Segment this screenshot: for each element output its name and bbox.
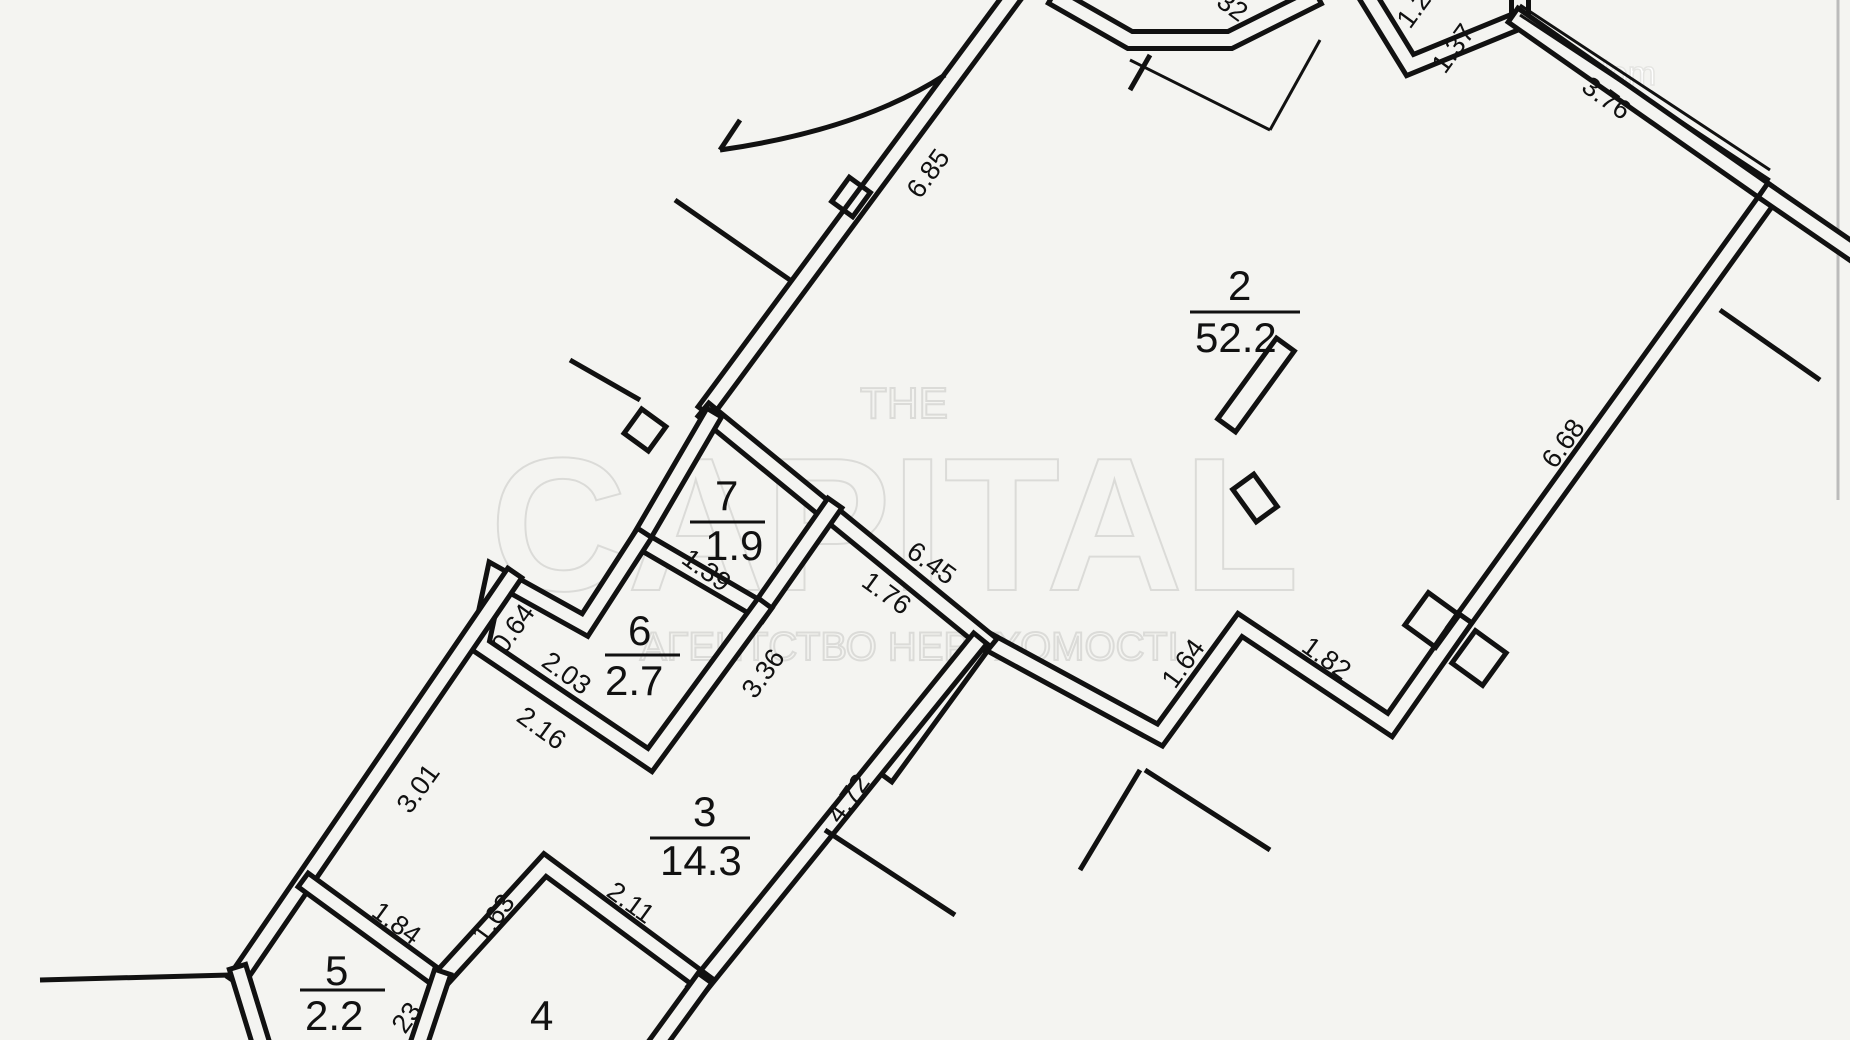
room-labels: 2 52.2 3 14.3 4 5 2.2 6 2.7 7 1.9	[300, 262, 1300, 1039]
room-7-area: 1.9	[705, 522, 763, 569]
room-2-number: 2	[1228, 262, 1251, 309]
room-3-number: 3	[693, 788, 716, 835]
watermark-main: CAPITAL	[490, 419, 1299, 631]
room-5-number: 5	[325, 947, 348, 994]
room-2-area: 52.2	[1195, 314, 1277, 361]
room-6-number: 6	[628, 607, 651, 654]
room-4-number: 4	[530, 992, 553, 1039]
door-symbols	[39, 39, 1822, 983]
columns	[620, 173, 1510, 689]
watermark: THE CAPITAL АГЕНТСТВО НЕРУХОМОСТІ	[489, 378, 1300, 670]
room-3-area: 14.3	[660, 837, 742, 884]
room-5-area: 2.2	[305, 992, 363, 1039]
room-7-number: 7	[715, 472, 738, 519]
watermark-top: THE	[860, 379, 948, 428]
window-top-right	[1519, 3, 1771, 182]
walls	[224, 0, 1850, 1040]
room-6-area: 2.7	[605, 657, 663, 704]
